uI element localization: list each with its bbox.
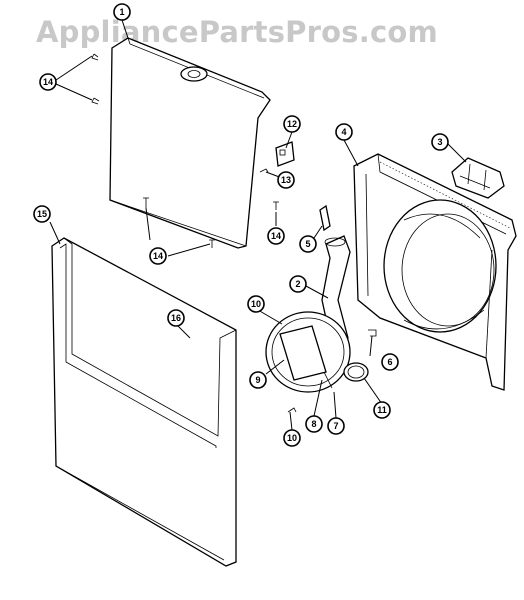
callout-14-bottom: 14 — [149, 247, 167, 265]
callout-9: 9 — [249, 371, 267, 389]
screw-10 — [287, 407, 297, 413]
callout-8: 8 — [305, 415, 323, 433]
svg-text:5: 5 — [305, 239, 310, 249]
callout-3: 3 — [431, 133, 449, 151]
callout-13: 13 — [277, 171, 295, 189]
callout-14-right: 14 — [267, 227, 285, 245]
callout-12: 12 — [283, 115, 301, 133]
callout-1: 1 — [113, 3, 131, 21]
front-bulkhead — [353, 153, 517, 391]
svg-text:12: 12 — [287, 119, 297, 129]
callout-7: 7 — [327, 417, 345, 435]
svg-text:14: 14 — [271, 231, 281, 241]
svg-text:14: 14 — [43, 77, 53, 87]
svg-text:1: 1 — [119, 7, 124, 17]
ring-seal — [343, 362, 369, 382]
svg-text:7: 7 — [333, 421, 338, 431]
top-cover-panel — [109, 37, 271, 249]
svg-text:8: 8 — [311, 419, 316, 429]
svg-text:6: 6 — [387, 357, 392, 367]
svg-text:10: 10 — [287, 433, 297, 443]
svg-text:11: 11 — [377, 405, 387, 415]
svg-text:9: 9 — [255, 375, 260, 385]
svg-text:3: 3 — [437, 137, 442, 147]
small-bracket-5 — [319, 204, 331, 232]
callout-14-left: 14 — [39, 73, 57, 91]
svg-text:14: 14 — [153, 251, 163, 261]
callout-16: 16 — [167, 309, 185, 327]
front-panel — [51, 237, 237, 567]
svg-text:15: 15 — [37, 209, 47, 219]
callout-10-upper: 10 — [247, 295, 265, 313]
callout-10-lower: 10 — [283, 429, 301, 447]
callout-11: 11 — [373, 401, 391, 419]
clip-6 — [368, 329, 377, 337]
hinge-bracket — [259, 141, 295, 173]
svg-text:4: 4 — [341, 127, 346, 137]
svg-text:16: 16 — [171, 313, 181, 323]
lint-door — [265, 311, 351, 393]
callout-4: 4 — [335, 123, 353, 141]
callout-6: 6 — [381, 353, 399, 371]
svg-text:2: 2 — [295, 279, 300, 289]
callout-15: 15 — [33, 205, 51, 223]
svg-text:10: 10 — [251, 299, 261, 309]
watermark-text: AppliancePartsPros.com — [36, 15, 438, 49]
svg-text:13: 13 — [281, 175, 291, 185]
upper-bracket — [451, 157, 505, 199]
callout-5: 5 — [299, 235, 317, 253]
callout-2: 2 — [289, 275, 307, 293]
